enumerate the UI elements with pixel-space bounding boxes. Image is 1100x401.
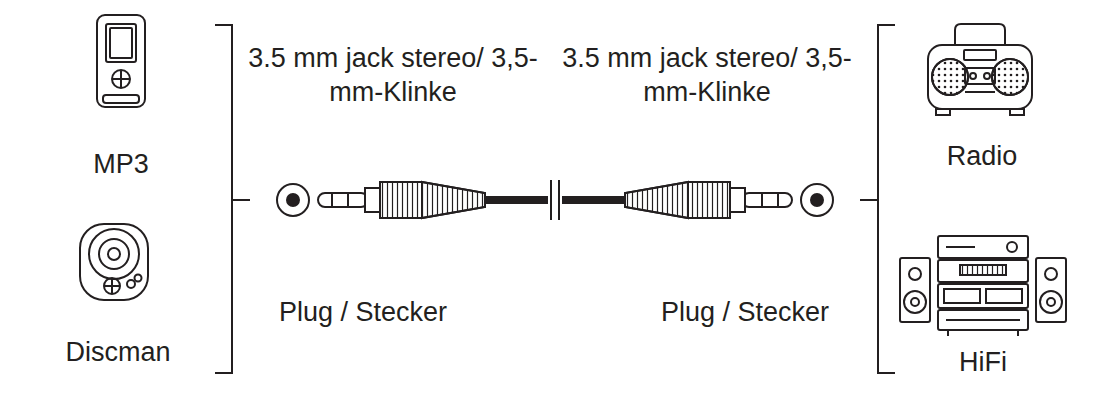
label-text: 3.5 mm jack stereo/ 3,5-mm-Klinke <box>248 42 538 110</box>
jack-plug <box>277 180 551 220</box>
label-text: HiFi <box>959 346 1007 380</box>
label-text: MP3 <box>93 148 149 182</box>
mp3-player-icon <box>97 15 145 107</box>
label-text: Discman <box>65 336 170 370</box>
label-text: Plug / Stecker <box>661 296 829 330</box>
label-text: 3.5 mm jack stereo/ 3,5-mm-Klinke <box>562 42 852 110</box>
label-text: Radio <box>947 140 1018 174</box>
radio-icon <box>928 24 1032 115</box>
label-text: Plug / Stecker <box>279 296 447 330</box>
bracket <box>215 25 895 373</box>
hifi-icon <box>900 236 1066 336</box>
discman-icon <box>80 224 148 300</box>
